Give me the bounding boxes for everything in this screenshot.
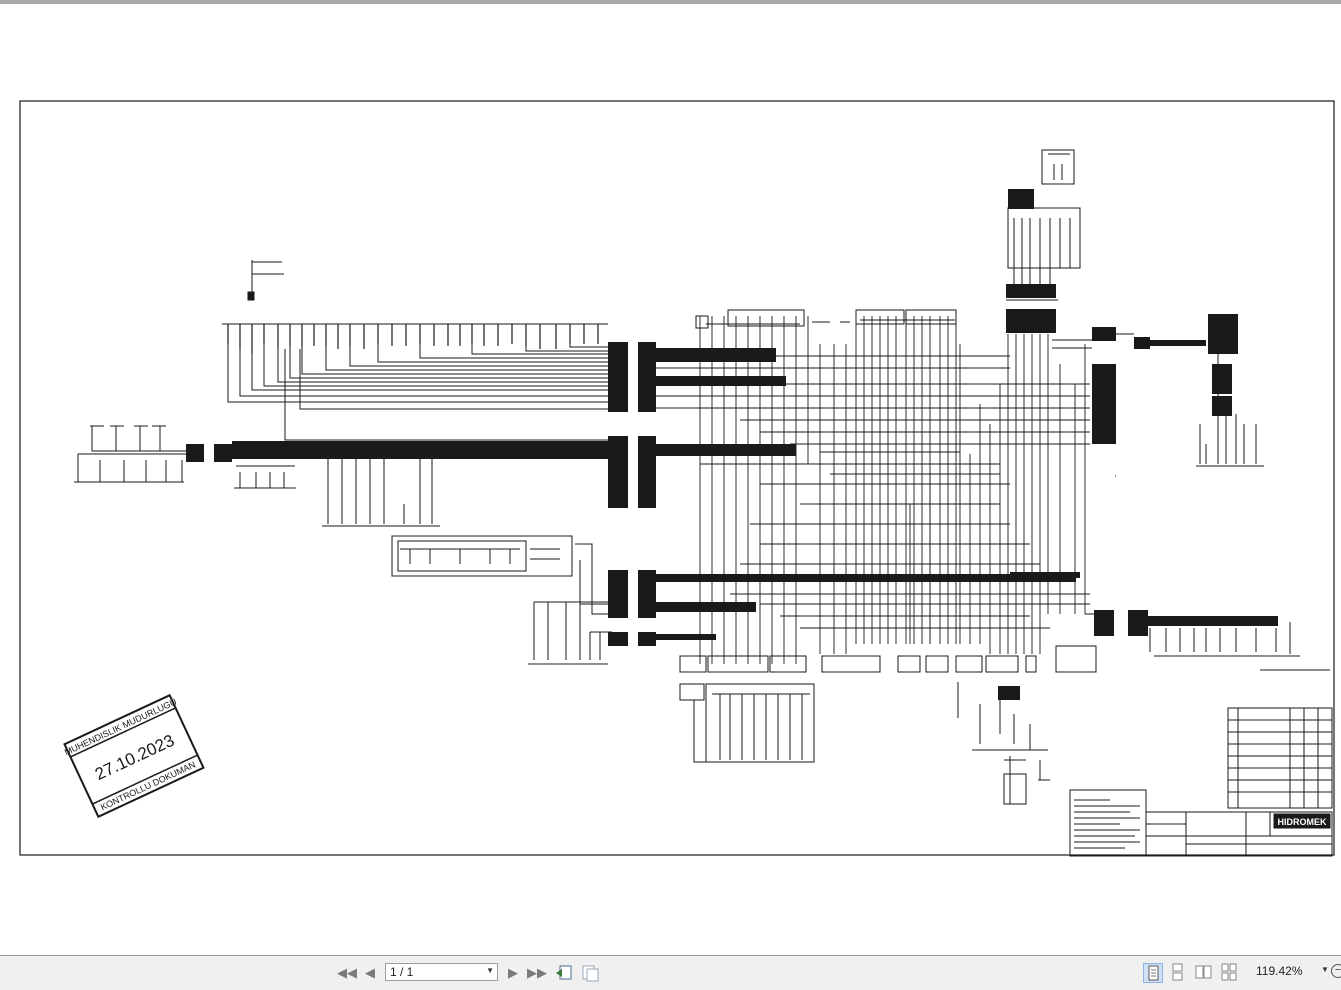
window-top-border — [0, 0, 1341, 4]
single-page-view-icon[interactable] — [1143, 963, 1163, 983]
chevron-down-icon[interactable]: ▼ — [486, 966, 494, 975]
continuous-view-icon[interactable] — [1168, 963, 1188, 983]
control-stamp: MUHENDISLIK MUDURLUGU 27.10.2023 KONTROL… — [63, 693, 205, 819]
facing-view-icon[interactable] — [1194, 963, 1214, 983]
previous-page-icon[interactable]: ◀ — [365, 965, 375, 980]
zoom-level[interactable]: 119.42% — [1256, 964, 1303, 978]
connector-row-top — [227, 324, 599, 354]
viewer-status-bar: ◀◀ ◀ 1 / 1 ▼ ▶ ▶▶ 119.42% ▼ − — [0, 956, 1341, 990]
next-page-icon[interactable]: ▶ — [508, 965, 518, 980]
continuous-facing-view-icon[interactable] — [1220, 963, 1240, 983]
page-number-field[interactable]: 1 / 1 ▼ — [385, 963, 498, 981]
zoom-dropdown-icon[interactable]: ▼ — [1321, 965, 1329, 974]
drawing-sheet: HIDROMEK MUHENDISLIK MUDURLUGU 27.10.202… — [19, 100, 1335, 857]
first-page-icon[interactable]: ◀◀ — [337, 965, 357, 980]
document-viewport[interactable]: HIDROMEK MUHENDISLIK MUDURLUGU 27.10.202… — [0, 4, 1341, 956]
last-page-icon[interactable]: ▶▶ — [527, 965, 547, 980]
page-indicator: 1 / 1 — [390, 965, 414, 979]
go-back-icon[interactable] — [555, 964, 573, 982]
wiring-diagram: HIDROMEK — [74, 149, 1333, 857]
drawing-frame — [19, 100, 1335, 856]
title-block-logo: HIDROMEK — [1278, 817, 1327, 827]
zoom-out-icon[interactable]: − — [1331, 964, 1341, 978]
go-forward-icon[interactable] — [581, 964, 599, 982]
central-wiring — [656, 316, 1134, 664]
harness-bundles — [186, 189, 1278, 700]
